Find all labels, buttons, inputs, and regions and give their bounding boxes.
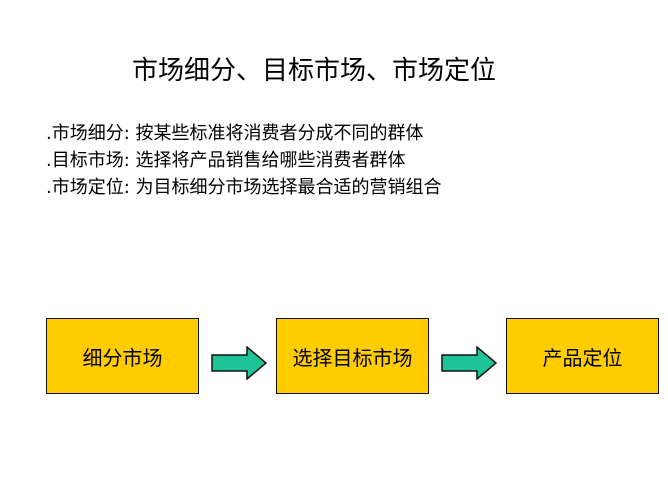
bullet-item: .目标市场: 选择将产品销售给哪些消费者群体 <box>46 150 406 171</box>
flow-box-segment-market: 细分市场 <box>46 318 199 394</box>
flow-box-target-market: 选择目标市场 <box>276 318 429 394</box>
flow-box-label: 选择目标市场 <box>292 345 413 370</box>
bullet-item: .市场定位: 为目标细分市场选择最合适的营销组合 <box>46 177 442 198</box>
flow-box-label: 产品定位 <box>542 345 623 370</box>
right-arrow-icon <box>211 346 267 380</box>
flow-box-product-positioning: 产品定位 <box>506 318 659 394</box>
right-arrow-icon <box>441 346 497 380</box>
flow-box-label: 细分市场 <box>82 345 163 370</box>
bullet-item: .市场细分: 按某些标准将消费者分成不同的群体 <box>46 123 424 144</box>
bullet-list: .市场细分: 按某些标准将消费者分成不同的群体 .目标市场: 选择将产品销售给哪… <box>46 120 442 201</box>
slide-title: 市场细分、目标市场、市场定位 <box>131 56 496 86</box>
